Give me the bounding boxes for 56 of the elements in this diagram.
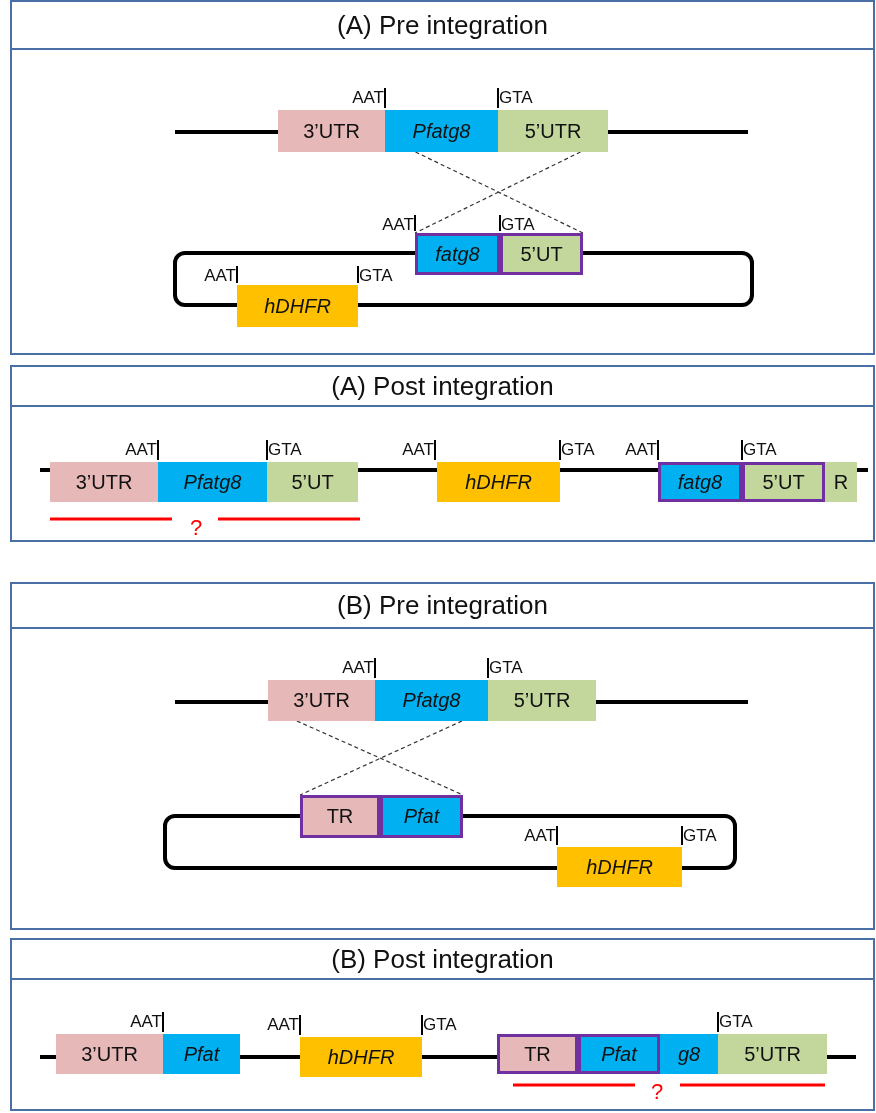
- gene-segment: Pfat: [380, 795, 463, 838]
- site-label: AAT: [625, 440, 659, 460]
- unknown-mark: ?: [188, 516, 204, 540]
- gene-segment: hDHFR: [237, 285, 358, 327]
- gene-segment: TR: [300, 795, 380, 838]
- site-label: AAT: [125, 440, 159, 460]
- site-label: AAT: [130, 1012, 164, 1032]
- gene-segment: 3’UTR: [268, 680, 375, 721]
- gene-segment: fatg8: [658, 462, 742, 502]
- site-label: GTA: [421, 1015, 457, 1035]
- gene-segment: TR: [497, 1034, 578, 1074]
- site-label: AAT: [267, 1015, 301, 1035]
- site-label: AAT: [342, 658, 376, 678]
- site-label: GTA: [741, 440, 777, 460]
- panel-title: (A) Post integration: [12, 367, 873, 407]
- panel-title: (A) Pre integration: [12, 2, 873, 50]
- gene-segment: 5’UT: [267, 462, 358, 502]
- panel-frame: [10, 365, 875, 542]
- gene-segment: 5’UTR: [718, 1034, 827, 1074]
- gene-segment: R: [825, 462, 857, 502]
- panel-frame: [10, 582, 875, 930]
- site-label: AAT: [204, 266, 238, 283]
- gene-segment: 5’UT: [742, 462, 825, 502]
- site-label: GTA: [487, 658, 523, 678]
- site-label: GTA: [559, 440, 595, 460]
- panel-title: (B) Pre integration: [12, 584, 873, 629]
- gene-segment: 5’UT: [500, 233, 583, 275]
- site-label: GTA: [497, 88, 533, 108]
- site-label: GTA: [357, 266, 393, 283]
- gene-segment: 5’UTR: [488, 680, 596, 721]
- gene-segment: hDHFR: [437, 462, 560, 502]
- site-label: GTA: [681, 826, 717, 845]
- gene-segment: 3’UTR: [50, 462, 158, 502]
- site-label: GTA: [717, 1012, 753, 1032]
- panel-title: (B) Post integration: [12, 940, 873, 980]
- gene-segment: fatg8: [415, 233, 500, 275]
- gene-segment: 5’UTR: [498, 110, 608, 152]
- panel-frame: [10, 0, 875, 355]
- site-label: AAT: [382, 215, 416, 231]
- site-label: GTA: [266, 440, 302, 460]
- site-label: AAT: [402, 440, 436, 460]
- gene-segment: 3’UTR: [56, 1034, 163, 1074]
- unknown-mark: ?: [649, 1080, 665, 1104]
- gene-segment: hDHFR: [557, 847, 682, 887]
- site-label: GTA: [499, 215, 535, 231]
- gene-segment: hDHFR: [300, 1037, 422, 1077]
- site-label: AAT: [352, 88, 386, 108]
- panel-frame: [10, 938, 875, 1111]
- gene-segment: g8: [660, 1034, 718, 1074]
- gene-segment: Pfatg8: [375, 680, 488, 721]
- gene-segment: Pfatg8: [385, 110, 498, 152]
- gene-segment: 3’UTR: [278, 110, 385, 152]
- site-label: AAT: [524, 826, 558, 845]
- gene-segment: Pfat: [578, 1034, 660, 1074]
- gene-segment: Pfat: [163, 1034, 240, 1074]
- gene-segment: Pfatg8: [158, 462, 267, 502]
